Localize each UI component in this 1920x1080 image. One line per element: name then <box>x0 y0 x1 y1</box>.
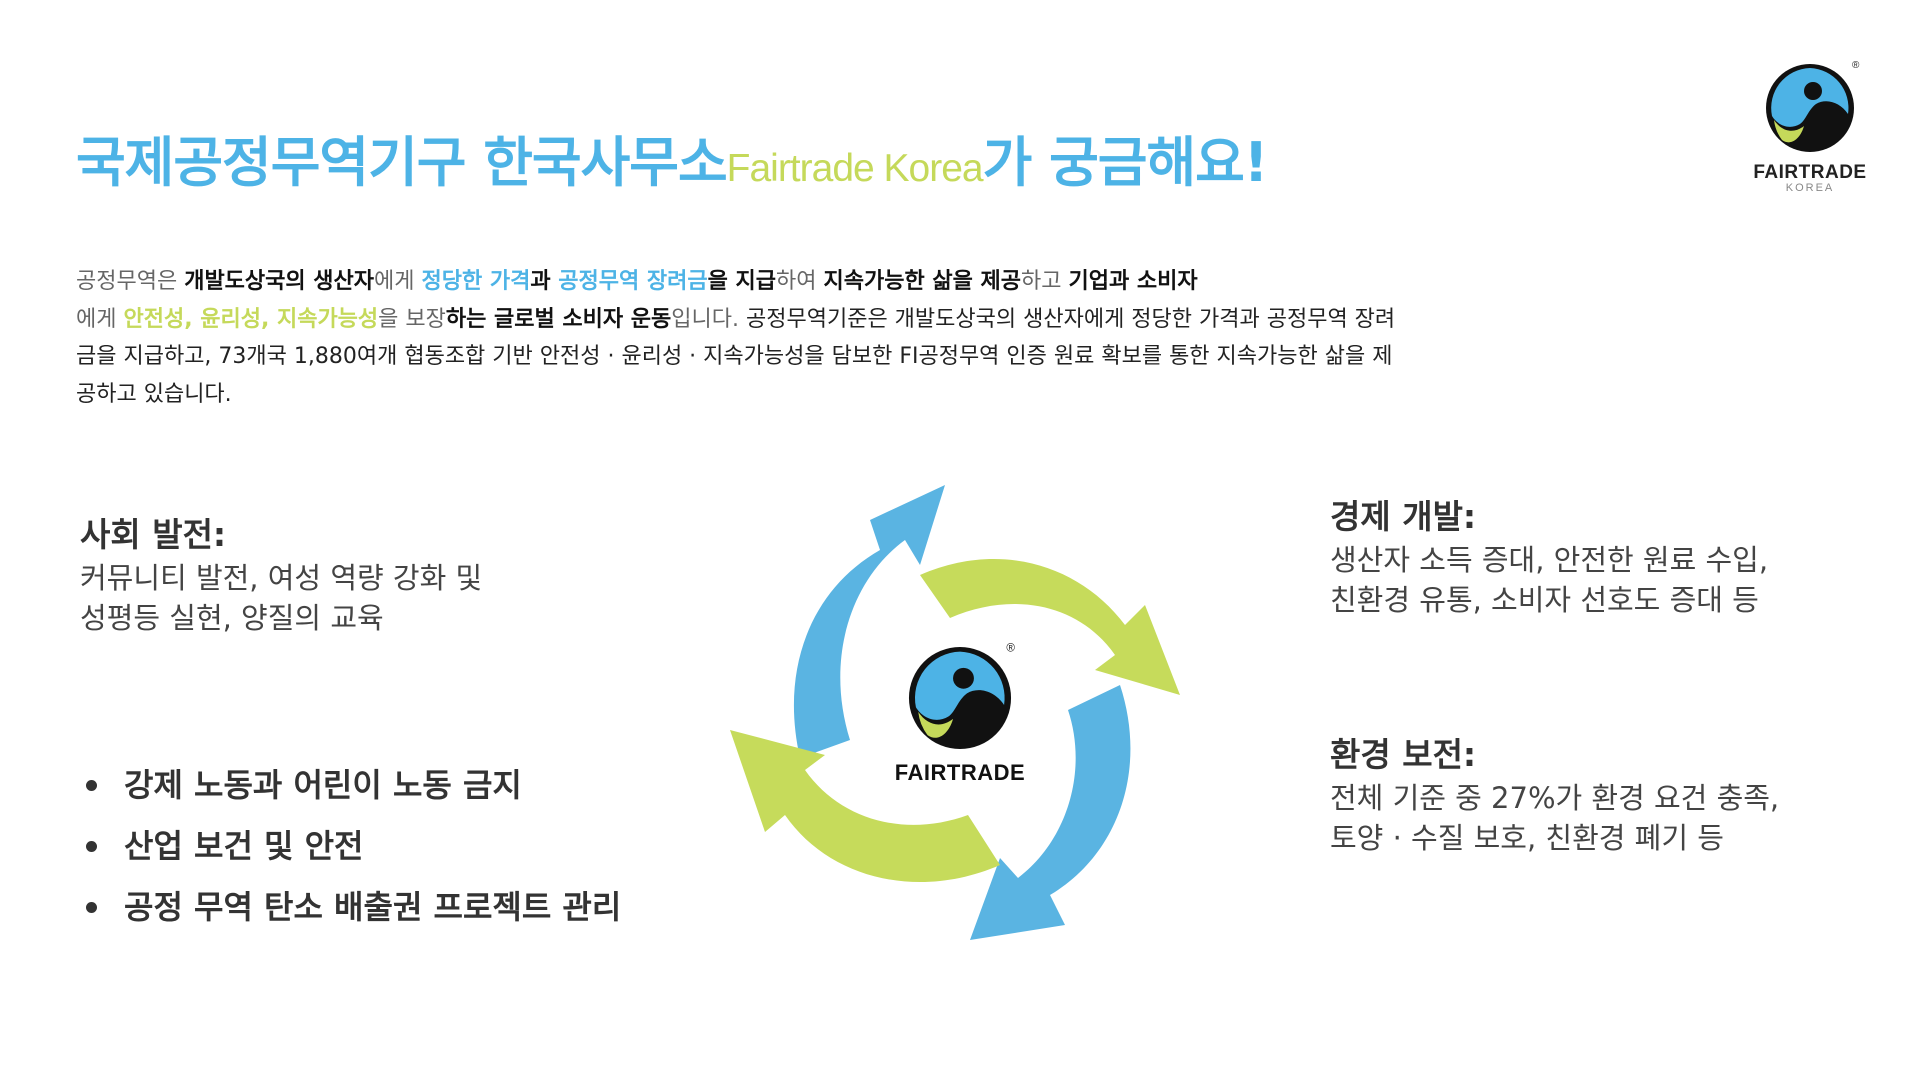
title-main: 국제공정무역기구 한국사무소 <box>76 131 728 194</box>
intro-text: 에게 <box>374 269 422 294</box>
page-title: 국제공정무역기구 한국사무소Fairtrade Korea가 궁금해요! <box>76 118 1269 197</box>
bullet-dot-icon <box>86 841 97 852</box>
social-line: 성평등 실현, 양질의 교육 <box>80 601 384 635</box>
intro-text: 에게 <box>76 306 124 332</box>
social-heading: 사회 발전: <box>80 515 227 554</box>
intro-text: 공정무역은 <box>76 269 185 294</box>
logo-sub-text: KOREA <box>1785 182 1835 194</box>
list-item-label: 공정 무역 탄소 배출권 프로젝트 관리 <box>124 888 622 926</box>
economic-development-block: 경제 개발: 생산자 소득 증대, 안전한 원료 수입, 친환경 유통, 소비자 … <box>1330 490 1768 620</box>
economic-line: 친환경 유통, 소비자 선호도 증대 등 <box>1330 583 1759 617</box>
intro-paragraph: 공정무역은 개발도상국의 생산자에게 정당한 가격과 공정무역 장려금을 지급하… <box>76 263 1396 413</box>
cycle-arrow-green-right <box>920 559 1180 695</box>
economic-line: 생산자 소득 증대, 안전한 원료 수입, <box>1330 543 1769 577</box>
environment-line: 토양 · 수질 보호, 친환경 폐기 등 <box>1330 821 1724 855</box>
bullet-dot-icon <box>86 902 97 913</box>
list-item: 강제 노동과 어린이 노동 금지 <box>86 760 621 821</box>
environment-heading: 환경 보전: <box>1330 735 1477 774</box>
cycle-arrow-blue-top <box>793 485 945 758</box>
intro-text: 입니다. <box>671 306 746 332</box>
environment-block: 환경 보전: 전체 기준 중 27%가 환경 요건 충족, 토양 · 수질 보호,… <box>1330 728 1779 858</box>
title-english: Fairtrade Korea <box>726 147 984 190</box>
list-item: 공정 무역 탄소 배출권 프로젝트 관리 <box>86 882 621 943</box>
list-item: 산업 보건 및 안전 <box>86 821 621 882</box>
intro-text: 하여 <box>776 269 824 294</box>
center-logo-brand-text: FAIRTRADE <box>894 760 1026 785</box>
fairtrade-korea-logo: ® FAIRTRADE KOREA <box>1735 58 1885 198</box>
social-line: 커뮤니티 발전, 여성 역량 강화 및 <box>80 561 483 595</box>
intro-text: 하고 <box>1021 269 1069 294</box>
cycle-arrows <box>730 485 1180 940</box>
list-item-label: 강제 노동과 어린이 노동 금지 <box>124 766 522 804</box>
environment-line: 전체 기준 중 27%가 환경 요건 충족, <box>1330 781 1780 815</box>
cycle-arrow-green-left <box>730 730 1000 883</box>
fairtrade-mark-icon: ® <box>908 642 1015 750</box>
logo-brand-text: FAIRTRADE <box>1753 162 1867 183</box>
list-item-label: 산업 보건 및 안전 <box>124 827 364 865</box>
economic-heading: 경제 개발: <box>1330 497 1477 536</box>
cycle-arrow-blue-bottom <box>970 685 1131 940</box>
economic-description: 생산자 소득 증대, 안전한 원료 수입, 친환경 유통, 소비자 선호도 증대 … <box>1330 540 1768 620</box>
intro-bold: 하는 글로벌 소비자 운동 <box>445 306 672 332</box>
intro-highlight-blue: 정당한 가격 <box>421 269 531 294</box>
fairtrade-center-logo: ® FAIRTRADE <box>882 640 1038 786</box>
fairtrade-mark-icon: ® <box>1766 60 1860 152</box>
intro-highlight-green: 안전성, 윤리성, 지속가능성 <box>123 306 379 332</box>
intro-text: 을 보장 <box>378 306 446 332</box>
intro-bold: 기업과 소비자 <box>1068 269 1198 294</box>
intro-bold: 을 지급 <box>707 269 777 294</box>
intro-highlight-blue: 공정무역 장려금 <box>558 269 708 294</box>
bullet-dot-icon <box>86 780 97 791</box>
intro-bold: 과 <box>530 269 559 294</box>
intro-bold: 지속가능한 삶을 제공 <box>823 269 1021 294</box>
environment-description: 전체 기준 중 27%가 환경 요건 충족, 토양 · 수질 보호, 친환경 폐기… <box>1330 778 1779 858</box>
registered-mark: ® <box>1852 60 1860 71</box>
intro-bold: 개발도상국의 생산자 <box>184 269 375 294</box>
standards-list: 강제 노동과 어린이 노동 금지 산업 보건 및 안전 공정 무역 탄소 배출권… <box>86 760 621 943</box>
registered-mark: ® <box>1006 642 1015 655</box>
title-tail: 가 궁금해요! <box>982 131 1269 194</box>
intro-text: 공정무역기준은 개발도상국의 생산자에게 정당한 가격과 공정무역 장려금을 지… <box>76 306 1396 407</box>
